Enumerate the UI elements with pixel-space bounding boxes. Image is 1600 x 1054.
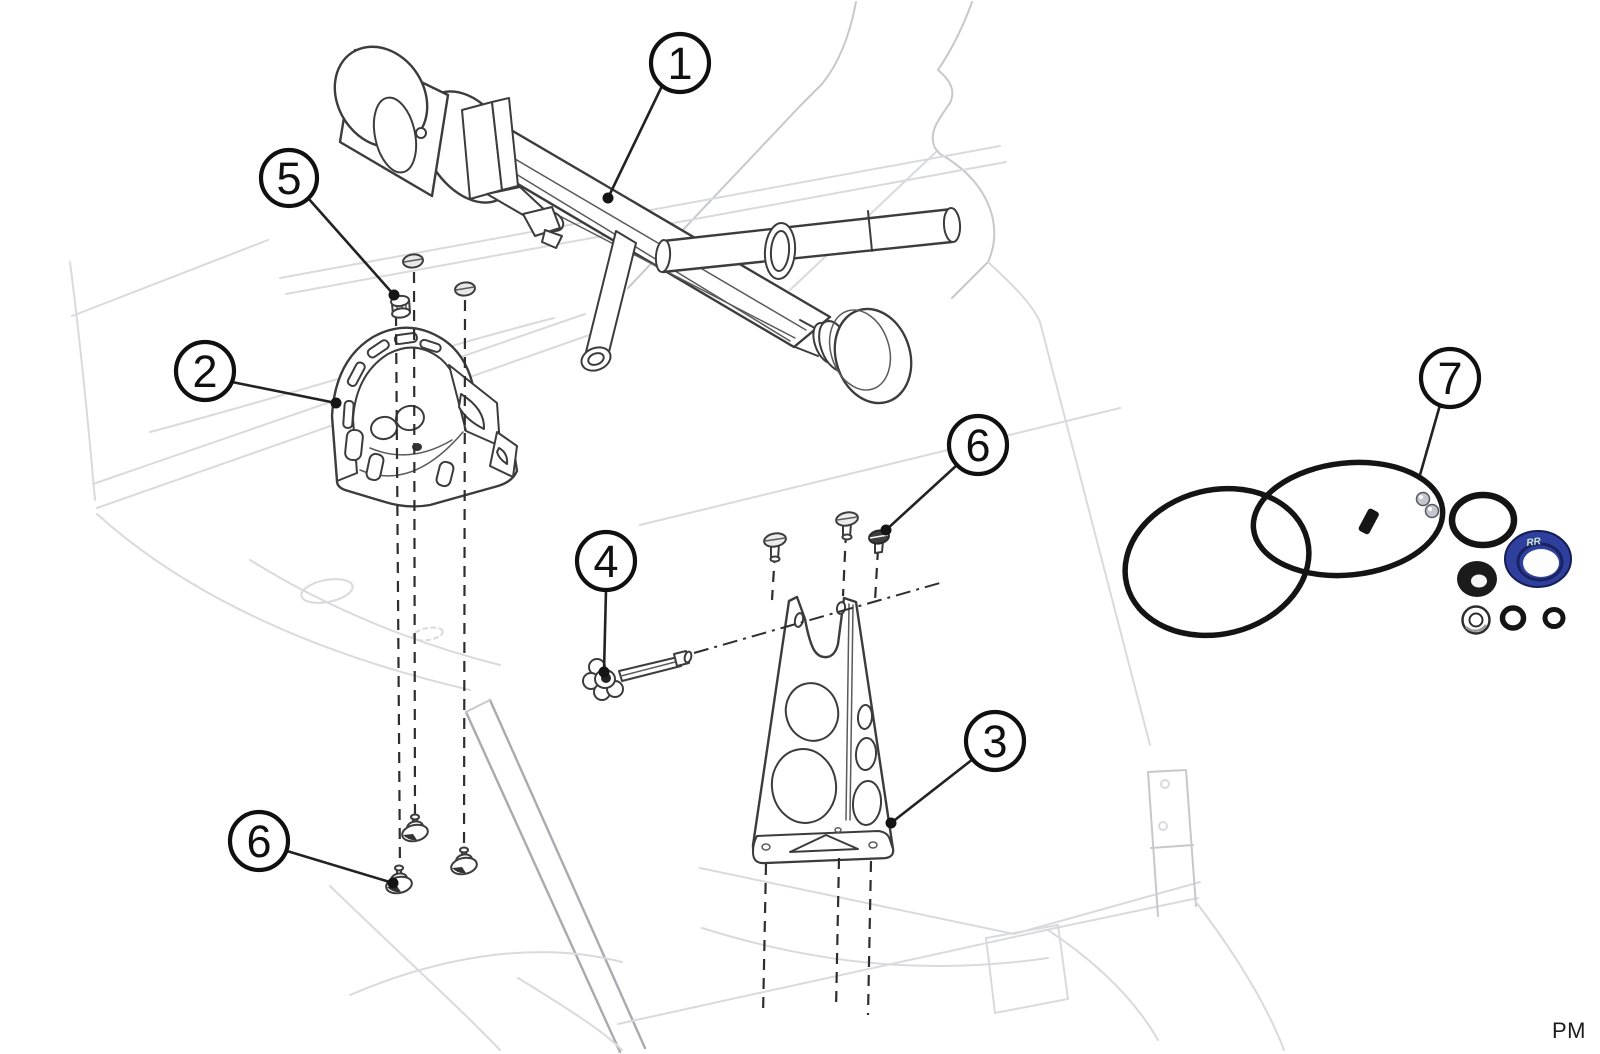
callout-4: 4 [574, 529, 638, 678]
jack-handle [661, 207, 954, 274]
flange-nut [401, 813, 429, 843]
callout-leader-dot [598, 666, 610, 678]
flange-nut [450, 846, 478, 876]
callout-6: 6 [880, 413, 1010, 536]
large-o-ring [1122, 485, 1312, 639]
callout-1: 1 [602, 31, 712, 204]
callout-balloon [946, 413, 1010, 477]
large-o-ring [1250, 459, 1446, 579]
callout-leader-dot [880, 524, 892, 536]
part-3-tower-bracket [751, 595, 895, 865]
callout-balloon [227, 809, 291, 873]
callout-leader-line [885, 464, 958, 531]
part-6-top-screw-group [763, 511, 890, 563]
callout-number: 4 [593, 536, 618, 587]
washer-ring [1461, 605, 1491, 635]
callout-7: 7 [1418, 346, 1482, 476]
background-chassis-lines [69, 1, 1285, 1054]
callout-leader-dot [388, 289, 400, 301]
callout-leader-dot [602, 192, 614, 204]
page-code: PM [1552, 1018, 1586, 1043]
button-screw [402, 253, 424, 269]
part-6-nut-group [385, 813, 478, 895]
callout-number: 1 [667, 38, 692, 89]
button-screw [454, 281, 476, 297]
callout-leader-line [602, 589, 608, 673]
handle-keeper-ring [763, 222, 797, 280]
check-balls [1415, 491, 1440, 519]
callout-2: 2 [173, 339, 342, 409]
set-screw-pin [1358, 508, 1379, 535]
flange-cap-screw [390, 294, 411, 319]
blue-u-cup-seal: RR [1504, 530, 1572, 588]
part-2-cradle-bracket [330, 326, 519, 508]
callout-balloon [1418, 346, 1482, 410]
callout-number: 6 [965, 420, 990, 471]
callout-3: 3 [885, 709, 1027, 829]
callout-6: 6 [227, 809, 399, 889]
seal-brand-logo: RR [1526, 536, 1543, 549]
small-o-ring [1499, 605, 1527, 631]
callout-layer: 1 2 3 4 5 6 6 7 [173, 31, 1482, 889]
medium-o-ring [1448, 491, 1518, 549]
callout-leader-line [307, 197, 395, 296]
callout-balloon [258, 147, 320, 209]
small-o-ring [1542, 607, 1566, 629]
callout-5: 5 [258, 147, 400, 301]
part-4-pin-bolt [582, 650, 693, 701]
callout-number: 2 [192, 346, 217, 397]
callout-number: 6 [246, 816, 271, 867]
callout-leader-line [231, 380, 337, 405]
shoulder-screw [763, 532, 787, 563]
callout-leader-dot [330, 397, 342, 409]
callout-leader-line [1418, 404, 1442, 476]
callout-balloon [173, 339, 237, 403]
callout-leader-line [286, 849, 394, 885]
rubber-grommet [1457, 561, 1497, 597]
jack-release-lever [486, 186, 565, 249]
callout-leader-dot [885, 817, 897, 829]
callout-balloon [648, 31, 712, 95]
jack-support-leg [585, 230, 637, 365]
part-7-seal-kit: RR [1122, 459, 1572, 639]
callout-leader-line [890, 757, 974, 825]
callout-leader-line [606, 85, 664, 199]
shoulder-screw [835, 511, 859, 541]
callout-number: 5 [276, 153, 301, 204]
jack-pump-body [333, 45, 519, 204]
callout-balloon [574, 529, 638, 593]
callout-number: 7 [1437, 353, 1462, 404]
part-5-screw-group [390, 253, 476, 319]
part-1-jack-assembly [333, 45, 962, 405]
callout-number: 3 [982, 716, 1007, 767]
callout-leader-dot [387, 877, 399, 889]
callout-balloon [963, 709, 1027, 773]
assembly-dashed-lines [394, 271, 941, 1017]
